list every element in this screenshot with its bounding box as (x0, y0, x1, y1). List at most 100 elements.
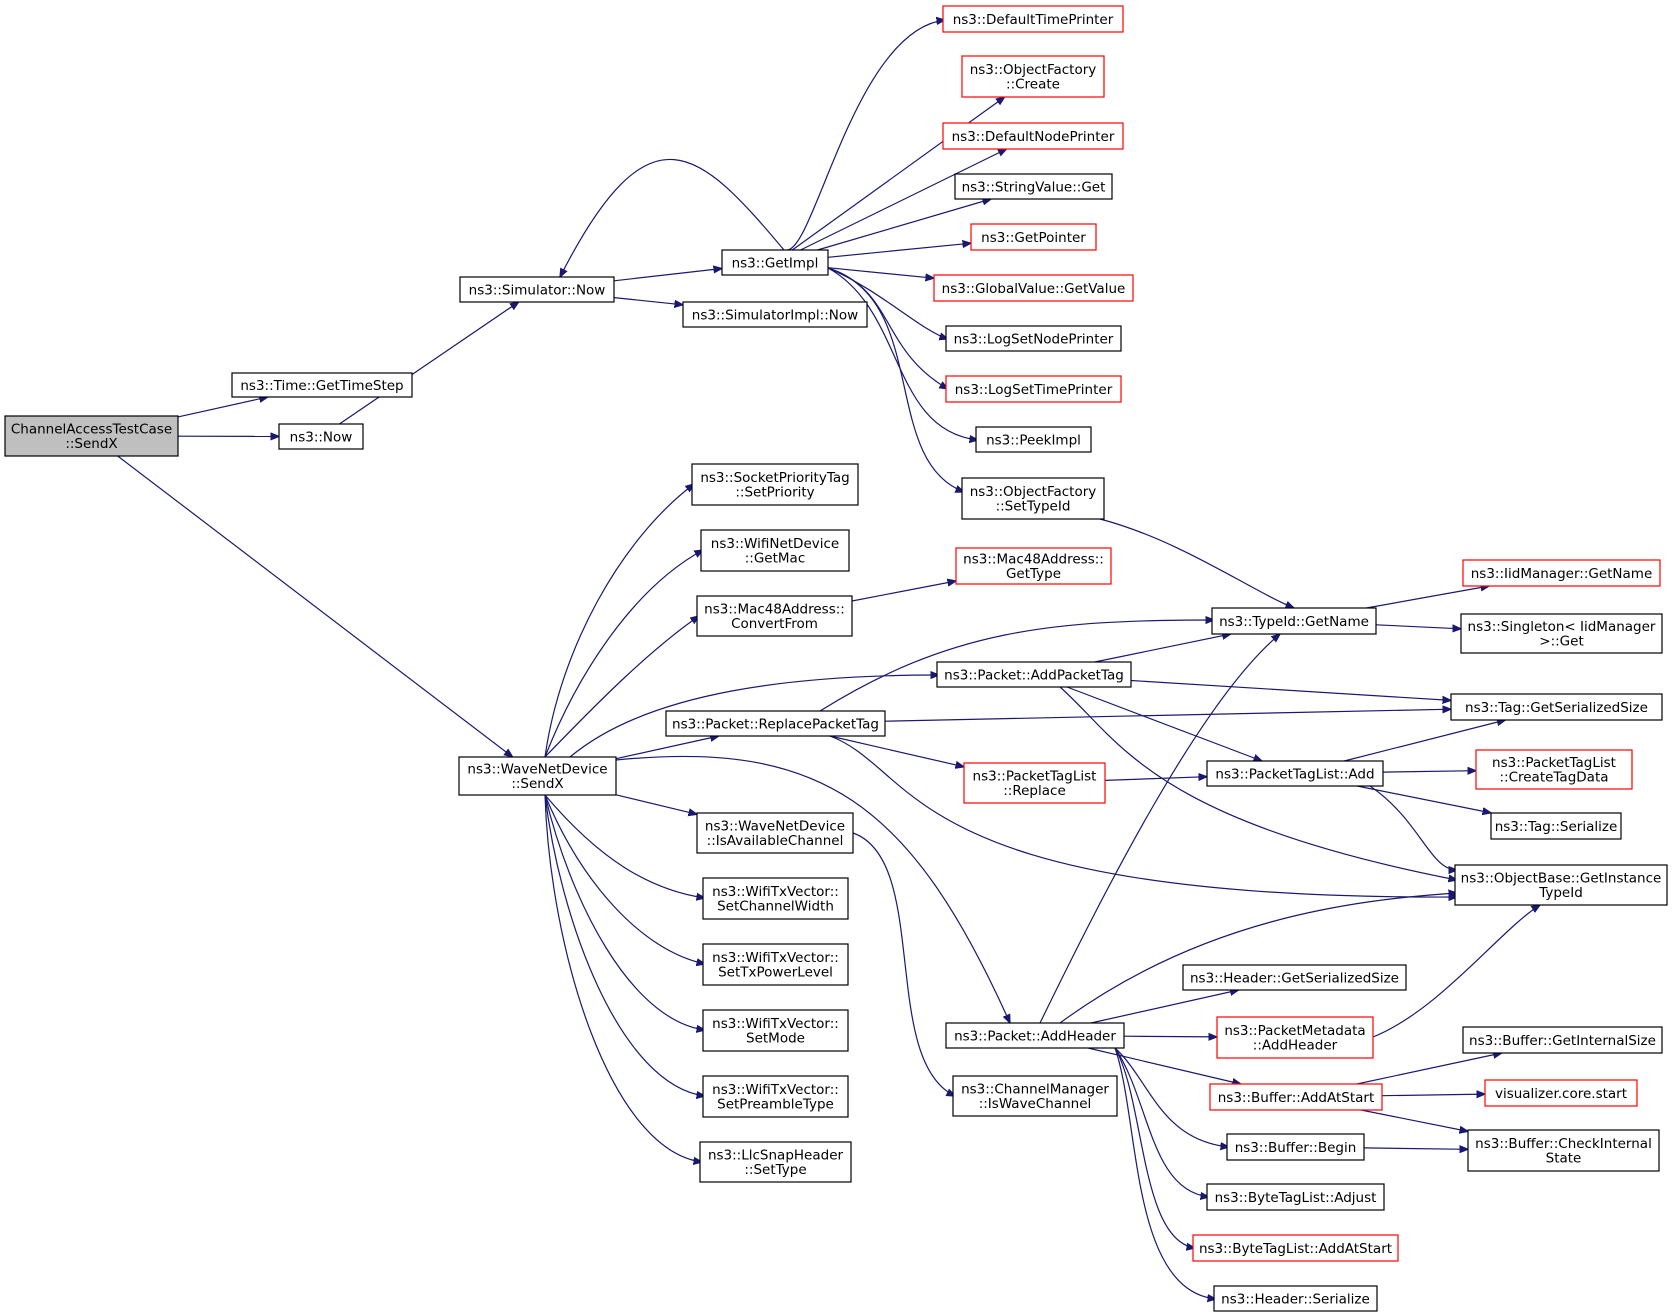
node-btladdatstart[interactable]: ns3::ByteTagList::AddAtStart (1192, 1234, 1399, 1262)
node-box (702, 877, 849, 920)
node-gettimestep[interactable]: ns3::Time::GetTimeStep (231, 372, 413, 398)
node-setmode[interactable]: ns3::WifiTxVector::SetMode (702, 1009, 849, 1052)
node-label: visualizer.core.start (1495, 1086, 1627, 1102)
edge-ptladd-to-createtagdata (1382, 771, 1476, 772)
edge-addheader-to-headergetsize (1090, 990, 1239, 1024)
node-box (1454, 864, 1668, 906)
node-bufaddatstart[interactable]: ns3::Buffer::AddAtStart (1209, 1083, 1383, 1111)
node-label: ns3::GetImpl (732, 255, 819, 271)
node-box (1462, 1026, 1663, 1054)
node-box (696, 595, 853, 637)
edge-getimpl-to-defnodeprinter (800, 149, 1007, 251)
node-label: ns3::WaveNetDevice (467, 762, 607, 778)
edge-wavesendx-to-isavailable (615, 794, 697, 815)
node-box (963, 762, 1106, 804)
node-label: ::IsWaveChannel (979, 1096, 1092, 1112)
edge-root-to-gettimestep (177, 397, 268, 418)
node-label: ns3::WifiTxVector:: (712, 1082, 839, 1098)
node-box (936, 661, 1132, 688)
node-label: ns3::LlcSnapHeader (708, 1148, 844, 1164)
node-logsettime[interactable]: ns3::LogSetTimePrinter (945, 375, 1122, 403)
node-getmac[interactable]: ns3::WifiNetDevice::GetMac (700, 529, 850, 572)
node-box (942, 122, 1124, 150)
edge-simnow-to-simimplnow (613, 297, 683, 305)
node-settypeid[interactable]: ns3::ObjectFactory::SetTypeId (961, 477, 1105, 520)
node-bufgetinternal[interactable]: ns3::Buffer::GetInternalSize (1462, 1026, 1663, 1054)
node-settxpower[interactable]: ns3::WifiTxVector::SetTxPowerLevel (702, 943, 849, 986)
edge-wavesendx-to-addheader (615, 755, 1010, 1023)
edge-addheader-to-pmaddheader (1123, 1036, 1217, 1037)
node-label: ns3::Buffer::CheckInternal (1475, 1136, 1652, 1152)
node-btladjust[interactable]: ns3::ByteTagList::Adjust (1206, 1183, 1385, 1211)
node-peekimpl[interactable]: ns3::PeekImpl (975, 426, 1092, 453)
node-box (458, 756, 617, 796)
edge-typeidgetname-to-singletonget (1375, 625, 1461, 629)
node-llcsettype[interactable]: ns3::LlcSnapHeader::SetType (699, 1141, 852, 1183)
node-iswavechannel[interactable]: ns3::ChannelManager::IsWaveChannel (952, 1075, 1118, 1117)
node-typeidgetname[interactable]: ns3::TypeId::GetName (1211, 607, 1377, 635)
node-label: ns3::Tag::Serialize (1495, 819, 1618, 835)
node-setpriority[interactable]: ns3::SocketPriorityTag::SetPriority (691, 463, 859, 506)
edge-addheader-to-typeidgetname (1039, 634, 1280, 1024)
node-box (702, 1075, 849, 1118)
node-objfactorycreate[interactable]: ns3::ObjectFactory::Create (961, 55, 1105, 98)
node-label: ns3::WaveNetDevice (705, 819, 845, 835)
node-stringvalueget[interactable]: ns3::StringValue::Get (954, 173, 1113, 200)
node-ptlreplace[interactable]: ns3::PacketTagList::Replace (963, 762, 1106, 804)
node-box (1209, 1083, 1383, 1111)
node-setchannelwidth[interactable]: ns3::WifiTxVector::SetChannelWidth (702, 877, 849, 920)
node-label: ns3::Header::Serialize (1221, 1291, 1370, 1307)
node-headergetsize[interactable]: ns3::Header::GetSerializedSize (1182, 964, 1407, 991)
node-box (1450, 693, 1663, 721)
node-label: ns3::Tag::GetSerializedSize (1465, 700, 1648, 716)
node-pmaddheader[interactable]: ns3::PacketMetadata::AddHeader (1216, 1016, 1374, 1059)
node-now[interactable]: ns3::Now (278, 423, 364, 450)
node-label: ns3::ChannelManager (961, 1082, 1109, 1098)
node-iidgetname[interactable]: ns3::IidManager::GetName (1462, 559, 1661, 587)
node-replacepackettag[interactable]: ns3::Packet::ReplacePacketTag (665, 710, 886, 737)
node-vizstart[interactable]: visualizer.core.start (1484, 1079, 1638, 1107)
node-getpointer[interactable]: ns3::GetPointer (970, 223, 1097, 251)
edge-wavesendx-to-replacepackettag (615, 736, 719, 760)
node-convertfrom[interactable]: ns3::Mac48Address::ConvertFrom (696, 595, 853, 637)
node-label: TypeId (1538, 885, 1583, 901)
node-simnow[interactable]: ns3::Simulator::Now (459, 276, 615, 303)
edge-wavesendx-to-setpreamble (544, 794, 705, 1096)
node-box (945, 325, 1122, 352)
node-box (231, 372, 413, 398)
edge-bufaddatstart-to-bufcheck (1360, 1109, 1468, 1131)
node-box (721, 249, 829, 276)
node-label: ns3::PacketMetadata (1224, 1023, 1365, 1039)
node-wavesendx[interactable]: ns3::WaveNetDevice::SendX (458, 756, 617, 796)
node-label: ns3::Packet::AddPacketTag (944, 667, 1124, 683)
node-logsetnode[interactable]: ns3::LogSetNodePrinter (945, 325, 1122, 352)
node-label: SetPreambleType (717, 1097, 834, 1113)
node-simimplnow[interactable]: ns3::SimulatorImpl::Now (682, 301, 868, 328)
node-label: ns3::SocketPriorityTag (700, 470, 849, 486)
node-createtagdata[interactable]: ns3::PacketTagList::CreateTagData (1475, 749, 1633, 790)
node-getimpl[interactable]: ns3::GetImpl (721, 249, 829, 276)
node-bufbegin[interactable]: ns3::Buffer::Begin (1226, 1133, 1365, 1161)
node-box (459, 276, 615, 303)
node-defnodeprinter[interactable]: ns3::DefaultNodePrinter (942, 122, 1124, 150)
node-taggetsize[interactable]: ns3::Tag::GetSerializedSize (1450, 693, 1663, 721)
node-addpackettag[interactable]: ns3::Packet::AddPacketTag (936, 661, 1132, 688)
node-addheader[interactable]: ns3::Packet::AddHeader (945, 1022, 1125, 1049)
node-label: ns3::Buffer::AddAtStart (1218, 1090, 1375, 1106)
node-setpreamble[interactable]: ns3::WifiTxVector::SetPreambleType (702, 1075, 849, 1118)
node-globalvalue[interactable]: ns3::GlobalValue::GetValue (933, 274, 1134, 302)
node-headerserialize[interactable]: ns3::Header::Serialize (1213, 1285, 1378, 1312)
edge-now-to-simnow (339, 302, 518, 425)
node-isavailable[interactable]: ns3::WaveNetDevice::IsAvailableChannel (696, 812, 854, 854)
edge-addpackettag-to-taggetsize (1130, 679, 1451, 701)
node-deftimeprinter[interactable]: ns3::DefaultTimePrinter (942, 5, 1124, 33)
edge-ptladd-to-taggetsize (1344, 720, 1505, 762)
node-label: ns3::WifiTxVector:: (712, 950, 839, 966)
node-mac48gettype[interactable]: ns3::Mac48Address::GetType (955, 547, 1112, 585)
node-tagserialize[interactable]: ns3::Tag::Serialize (1490, 812, 1622, 840)
node-singletonget[interactable]: ns3::Singleton< IidManager>::Get (1460, 613, 1663, 654)
node-ptladd[interactable]: ns3::PacketTagList::Add (1206, 760, 1384, 787)
